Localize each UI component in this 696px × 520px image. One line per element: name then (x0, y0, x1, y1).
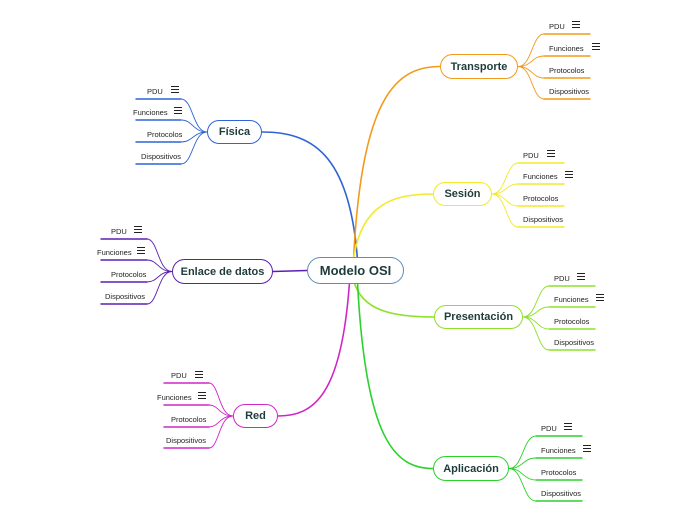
connector-sesion (352, 193, 434, 260)
topic-fisica[interactable]: Física (207, 120, 262, 144)
leaf-connector (517, 33, 545, 67)
subtopic-funciones[interactable]: Funciones (549, 44, 584, 53)
notes-icon[interactable] (134, 226, 142, 234)
subtopic-pdu[interactable]: PDU (111, 227, 127, 236)
leaf-connector (180, 98, 208, 133)
leaf-connector (508, 457, 537, 469)
subtopic-dispositivos[interactable]: Dispositivos (141, 152, 182, 161)
leaf-connector (522, 316, 550, 330)
topic-aplicacion[interactable]: Aplicación (433, 456, 509, 481)
notes-icon[interactable] (564, 423, 572, 431)
subtopic-funciones[interactable]: Funciones (157, 393, 192, 402)
leaf-connector (146, 259, 173, 272)
leaf-connector (517, 66, 545, 79)
subtopic-protocolos[interactable]: Protocolos (549, 66, 585, 75)
subtopic-dispositivos[interactable]: Dispositivos (105, 292, 146, 301)
leaf-connector (491, 162, 519, 195)
leaf-connector (208, 404, 234, 417)
notes-icon[interactable] (572, 21, 580, 29)
subtopic-protocolos[interactable]: Protocolos (147, 130, 183, 139)
notes-icon[interactable] (547, 150, 555, 158)
leaf-connector (508, 435, 537, 469)
subtopic-funciones[interactable]: Funciones (523, 172, 558, 181)
subtopic-funciones[interactable]: Funciones (541, 446, 576, 455)
subtopic-dispositivos[interactable]: Dispositivos (554, 338, 595, 347)
connector-enlace (272, 269, 308, 273)
notes-icon[interactable] (171, 86, 179, 94)
leaf-connector (146, 238, 173, 272)
subtopic-dispositivos[interactable]: Dispositivos (549, 87, 590, 96)
subtopic-protocolos[interactable]: Protocolos (541, 468, 577, 477)
leaf-connector (180, 131, 208, 143)
connector-transporte (352, 65, 441, 261)
notes-icon[interactable] (592, 43, 600, 51)
subtopic-funciones[interactable]: Funciones (97, 248, 132, 257)
leaf-connector (517, 55, 545, 67)
topic-enlace[interactable]: Enlace de datos (172, 259, 273, 284)
leaf-connector (522, 306, 550, 318)
leaf-connector (508, 468, 537, 502)
subtopic-pdu[interactable]: PDU (171, 371, 187, 380)
connector-fisica (261, 131, 359, 261)
subtopic-pdu[interactable]: PDU (549, 22, 565, 31)
subtopic-dispositivos[interactable]: Dispositivos (166, 436, 207, 445)
leaf-connector (208, 382, 234, 417)
subtopic-pdu[interactable]: PDU (523, 151, 539, 160)
leaf-connector (491, 183, 519, 195)
leaf-connector (491, 193, 519, 207)
subtopic-protocolos[interactable]: Protocolos (523, 194, 559, 203)
leaf-connector (517, 66, 545, 100)
leaf-connector (208, 415, 234, 449)
connector-red (277, 281, 351, 417)
leaf-connector (522, 285, 550, 318)
notes-icon[interactable] (596, 294, 604, 302)
subtopic-funciones[interactable]: Funciones (133, 108, 168, 117)
subtopic-protocolos[interactable]: Protocolos (554, 317, 590, 326)
subtopic-dispositivos[interactable]: Dispositivos (541, 489, 582, 498)
leaf-connector (180, 119, 208, 133)
subtopic-dispositivos[interactable]: Dispositivos (523, 215, 564, 224)
notes-icon[interactable] (583, 445, 591, 453)
leaf-connector (180, 131, 208, 165)
topic-sesion[interactable]: Sesión (433, 182, 492, 206)
subtopic-pdu[interactable]: PDU (554, 274, 570, 283)
central-topic[interactable]: Modelo OSI (307, 257, 404, 284)
leaf-connector (491, 193, 519, 228)
notes-icon[interactable] (137, 247, 145, 255)
notes-icon[interactable] (198, 392, 206, 400)
topic-transporte[interactable]: Transporte (440, 54, 518, 79)
notes-icon[interactable] (565, 171, 573, 179)
subtopic-protocolos[interactable]: Protocolos (111, 270, 147, 279)
subtopic-funciones[interactable]: Funciones (554, 295, 589, 304)
leaf-connector (508, 468, 537, 481)
leaf-connector (146, 271, 173, 305)
topic-presentacion[interactable]: Presentación (434, 305, 523, 329)
subtopic-protocolos[interactable]: Protocolos (171, 415, 207, 424)
leaf-connector (522, 316, 550, 351)
notes-icon[interactable] (174, 107, 182, 115)
connector-aplicacion (356, 281, 434, 470)
topic-red[interactable]: Red (233, 404, 278, 428)
connector-presentacion (352, 279, 435, 318)
subtopic-pdu[interactable]: PDU (541, 424, 557, 433)
notes-icon[interactable] (195, 371, 203, 379)
notes-icon[interactable] (577, 273, 585, 281)
subtopic-pdu[interactable]: PDU (147, 87, 163, 96)
leaf-connector (208, 415, 234, 428)
leaf-connector (146, 271, 173, 283)
